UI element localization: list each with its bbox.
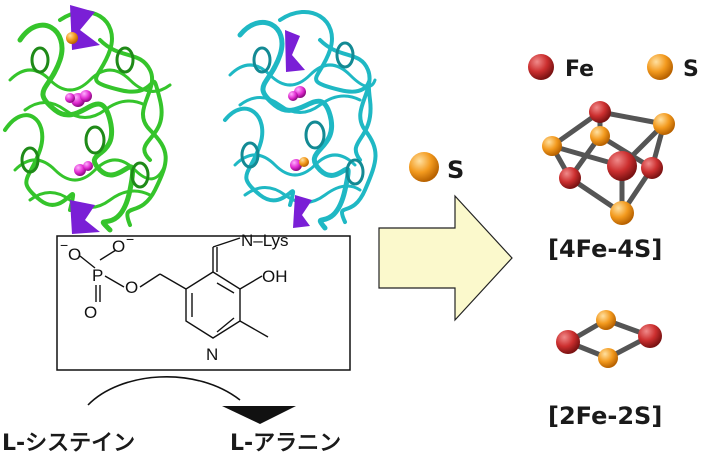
phosphate-oxygen-2: O — [112, 237, 125, 256]
legend-fe-icon — [528, 54, 554, 80]
transfer-arrow — [378, 194, 513, 322]
cluster-4fe4s — [542, 101, 675, 225]
protein-structure-green — [3, 5, 172, 234]
hydroxyl-label: OH — [262, 267, 288, 286]
ester-oxygen-label: O — [125, 278, 138, 297]
ring-nitrogen-label: N — [206, 345, 218, 364]
plp-cofactor-box: N–Lys OH N O P O O O − − — [56, 231, 351, 371]
cluster-2fe2s-label: [2Fe-2S] — [548, 402, 662, 430]
ligand-top-cyan — [285, 30, 305, 72]
legend-s-label: S — [683, 57, 699, 82]
reaction-arrow — [87, 376, 296, 424]
protein-structure-cyan — [223, 9, 378, 231]
legend: Fe S — [528, 54, 699, 82]
ligand-bottom-cyan — [293, 195, 312, 228]
phosphate-oxygen-3: O — [84, 303, 97, 322]
imine-label: N–Lys — [241, 231, 289, 250]
phosphorus-label: P — [92, 266, 103, 285]
legend-fe-label: Fe — [565, 57, 594, 82]
minus-charge-2: − — [126, 231, 134, 247]
pyridine-ring — [79, 237, 269, 339]
sulfur-atom — [409, 152, 439, 182]
ligand-bottom-green — [70, 200, 100, 234]
active-site-green-2 — [74, 164, 86, 176]
minus-charge-1: − — [60, 237, 68, 253]
cluster-4fe4s-label: [4Fe-4S] — [548, 235, 662, 263]
sulfur-label: S — [447, 156, 464, 184]
phosphate-oxygen-1: O — [68, 245, 81, 264]
legend-s-icon — [647, 54, 673, 80]
cluster-2fe2s — [556, 310, 662, 368]
product-label: L-アラニン — [230, 431, 341, 455]
substrate-label: L-システイン — [2, 431, 135, 455]
